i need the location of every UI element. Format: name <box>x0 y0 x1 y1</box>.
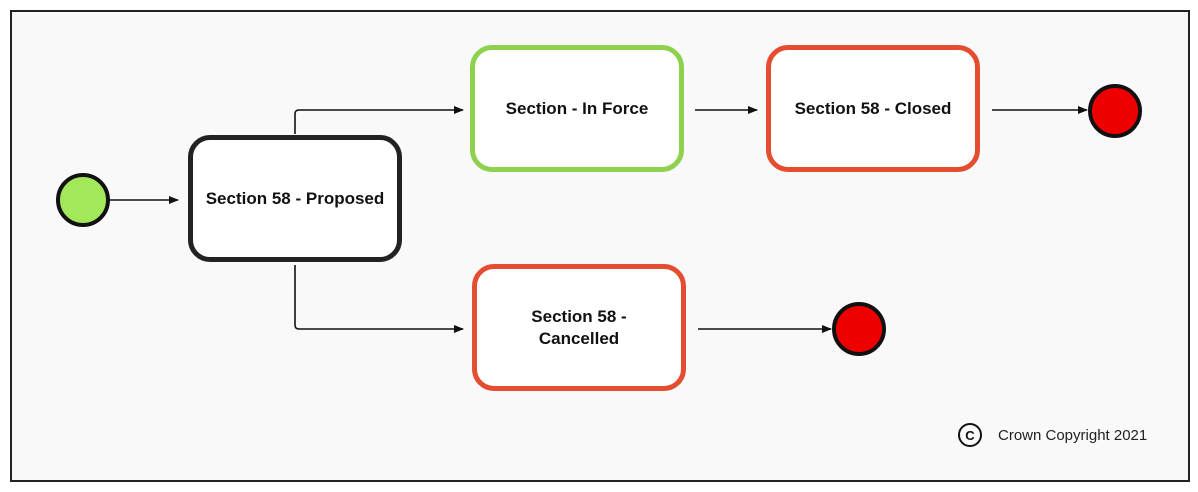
end-node-closed <box>1088 84 1142 138</box>
state-section-58-closed: Section 58 - Closed <box>766 45 980 172</box>
state-label: Section 58 - Cancelled <box>531 306 627 348</box>
copyright-icon: C <box>958 423 982 447</box>
state-label: Section 58 - Closed <box>794 98 952 118</box>
arrow-proposed-to-cancelled <box>294 265 464 333</box>
state-label: Section 58 - Proposed <box>205 188 385 208</box>
end-node-cancelled <box>832 302 886 356</box>
arrow-proposed-to-in-force <box>294 106 464 134</box>
state-section-58-proposed: Section 58 - Proposed <box>188 135 402 262</box>
copyright-text: Crown Copyright 2021 <box>998 426 1148 444</box>
state-section-in-force: Section - In Force <box>470 45 684 172</box>
start-node <box>56 173 110 227</box>
copyright-notice: C Crown Copyright 2021 <box>958 422 1147 448</box>
state-label: Section - In Force <box>505 98 649 118</box>
state-section-58-cancelled: Section 58 - Cancelled <box>472 264 686 391</box>
